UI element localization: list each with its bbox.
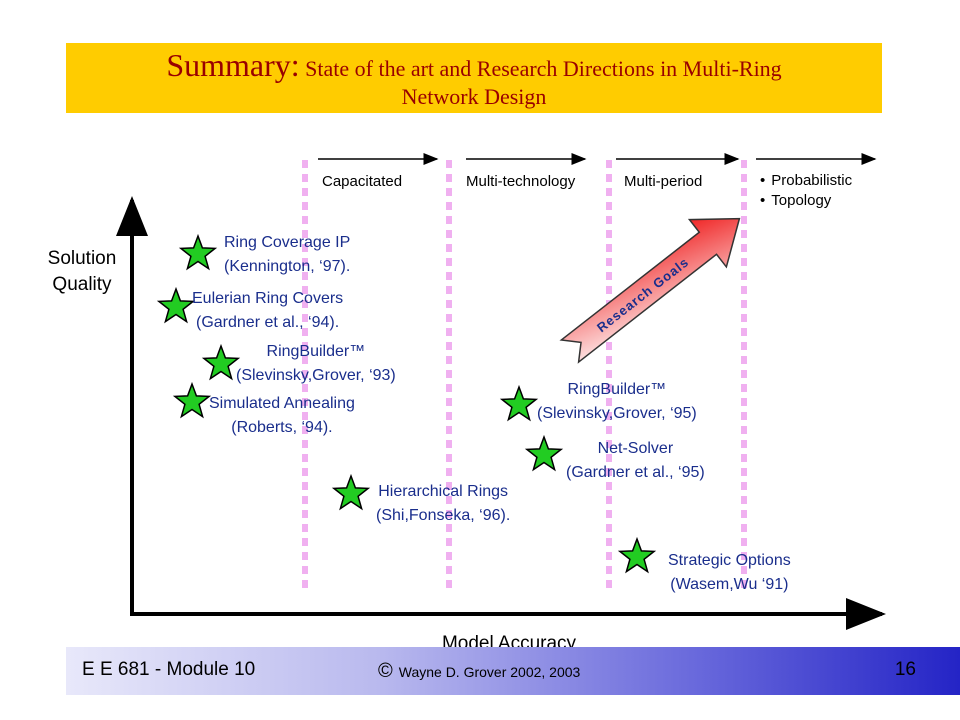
reference-ringbuilder-95: RingBuilder™ (Slevinsky,Grover, ‘95) <box>537 378 697 426</box>
reference-name: Simulated Annealing <box>209 395 355 412</box>
star-icon <box>172 381 212 419</box>
phase-label-capacitated: Capacitated <box>322 173 403 190</box>
phase-label-multi-period: Multi-period <box>624 173 703 190</box>
title-continuation: Network Design <box>401 83 547 109</box>
reference-citation: (Kennington, ‘97). <box>224 258 351 275</box>
bullet-item: Probabilistic <box>760 171 852 191</box>
reference-citation: (Shi,Fonseka, ‘96). <box>376 507 511 524</box>
title-banner: Summary: State of the art and Research D… <box>66 43 882 113</box>
phase-bullet-list: Probabilistic Topology <box>760 171 852 211</box>
research-goals-label: Research Goals <box>594 254 692 335</box>
reference-name: RingBuilder™ <box>567 381 667 398</box>
reference-name: RingBuilder™ <box>266 343 366 360</box>
reference-citation: (Slevinsky,Grover, ‘95) <box>537 405 697 422</box>
reference-name: Strategic Options <box>668 552 791 569</box>
reference-name: Eulerian Ring Covers <box>192 290 344 307</box>
reference-citation: (Roberts, ‘94). <box>231 419 333 436</box>
reference-citation: (Gardner et al., ‘95) <box>566 464 705 481</box>
y-axis-label-line1: Solution <box>47 248 117 269</box>
reference-ring-coverage-ip: Ring Coverage IP (Kennington, ‘97). <box>224 231 350 279</box>
footer-copyright: © Wayne D. Grover 2002, 2003 <box>378 660 580 683</box>
star-icon <box>156 286 196 324</box>
reference-ringbuilder-93: RingBuilder™ (Slevinsky,Grover, ‘93) <box>236 340 396 388</box>
y-axis-label-line2: Quality <box>52 274 112 295</box>
star-icon <box>499 384 539 422</box>
star-icon <box>178 233 218 271</box>
reference-hierarchical-rings: Hierarchical Rings (Shi,Fonseka, ‘96). <box>376 480 510 528</box>
star-icon <box>331 473 371 511</box>
copyright-symbol: © <box>378 660 393 682</box>
title-sub: State of the art and Research Directions… <box>299 56 782 81</box>
copyright-text: Wayne D. Grover 2002, 2003 <box>398 664 581 680</box>
reference-strategic-options: Strategic Options (Wasem,Wu ‘91) <box>668 549 791 597</box>
page-number: 16 <box>894 659 916 680</box>
reference-net-solver: Net-Solver (Gardner et al., ‘95) <box>566 437 705 485</box>
reference-citation: (Gardner et al., ‘94). <box>196 314 340 331</box>
y-axis-label: Solution Quality <box>32 246 132 298</box>
footer-course: E E 681 - Module 10 <box>82 659 256 680</box>
title-main: Summary: <box>166 47 300 83</box>
bullet-item: Topology <box>760 191 852 211</box>
phase-label-multi-technology: Multi-technology <box>466 173 576 190</box>
star-icon <box>201 343 241 381</box>
reference-name: Net-Solver <box>597 440 674 457</box>
reference-citation: (Wasem,Wu ‘91) <box>670 576 789 593</box>
reference-simulated-annealing: Simulated Annealing (Roberts, ‘94). <box>209 392 355 440</box>
research-goals-arrow-icon: Research Goals <box>559 217 741 364</box>
reference-name: Hierarchical Rings <box>378 483 509 500</box>
star-icon <box>524 434 564 472</box>
reference-eulerian-ring-covers: Eulerian Ring Covers (Gardner et al., ‘9… <box>192 287 343 335</box>
footer-bar: E E 681 - Module 10 © Wayne D. Grover 200… <box>66 647 960 695</box>
reference-name: Ring Coverage IP <box>224 234 351 251</box>
star-icon <box>617 536 657 574</box>
reference-citation: (Slevinsky,Grover, ‘93) <box>236 367 396 384</box>
